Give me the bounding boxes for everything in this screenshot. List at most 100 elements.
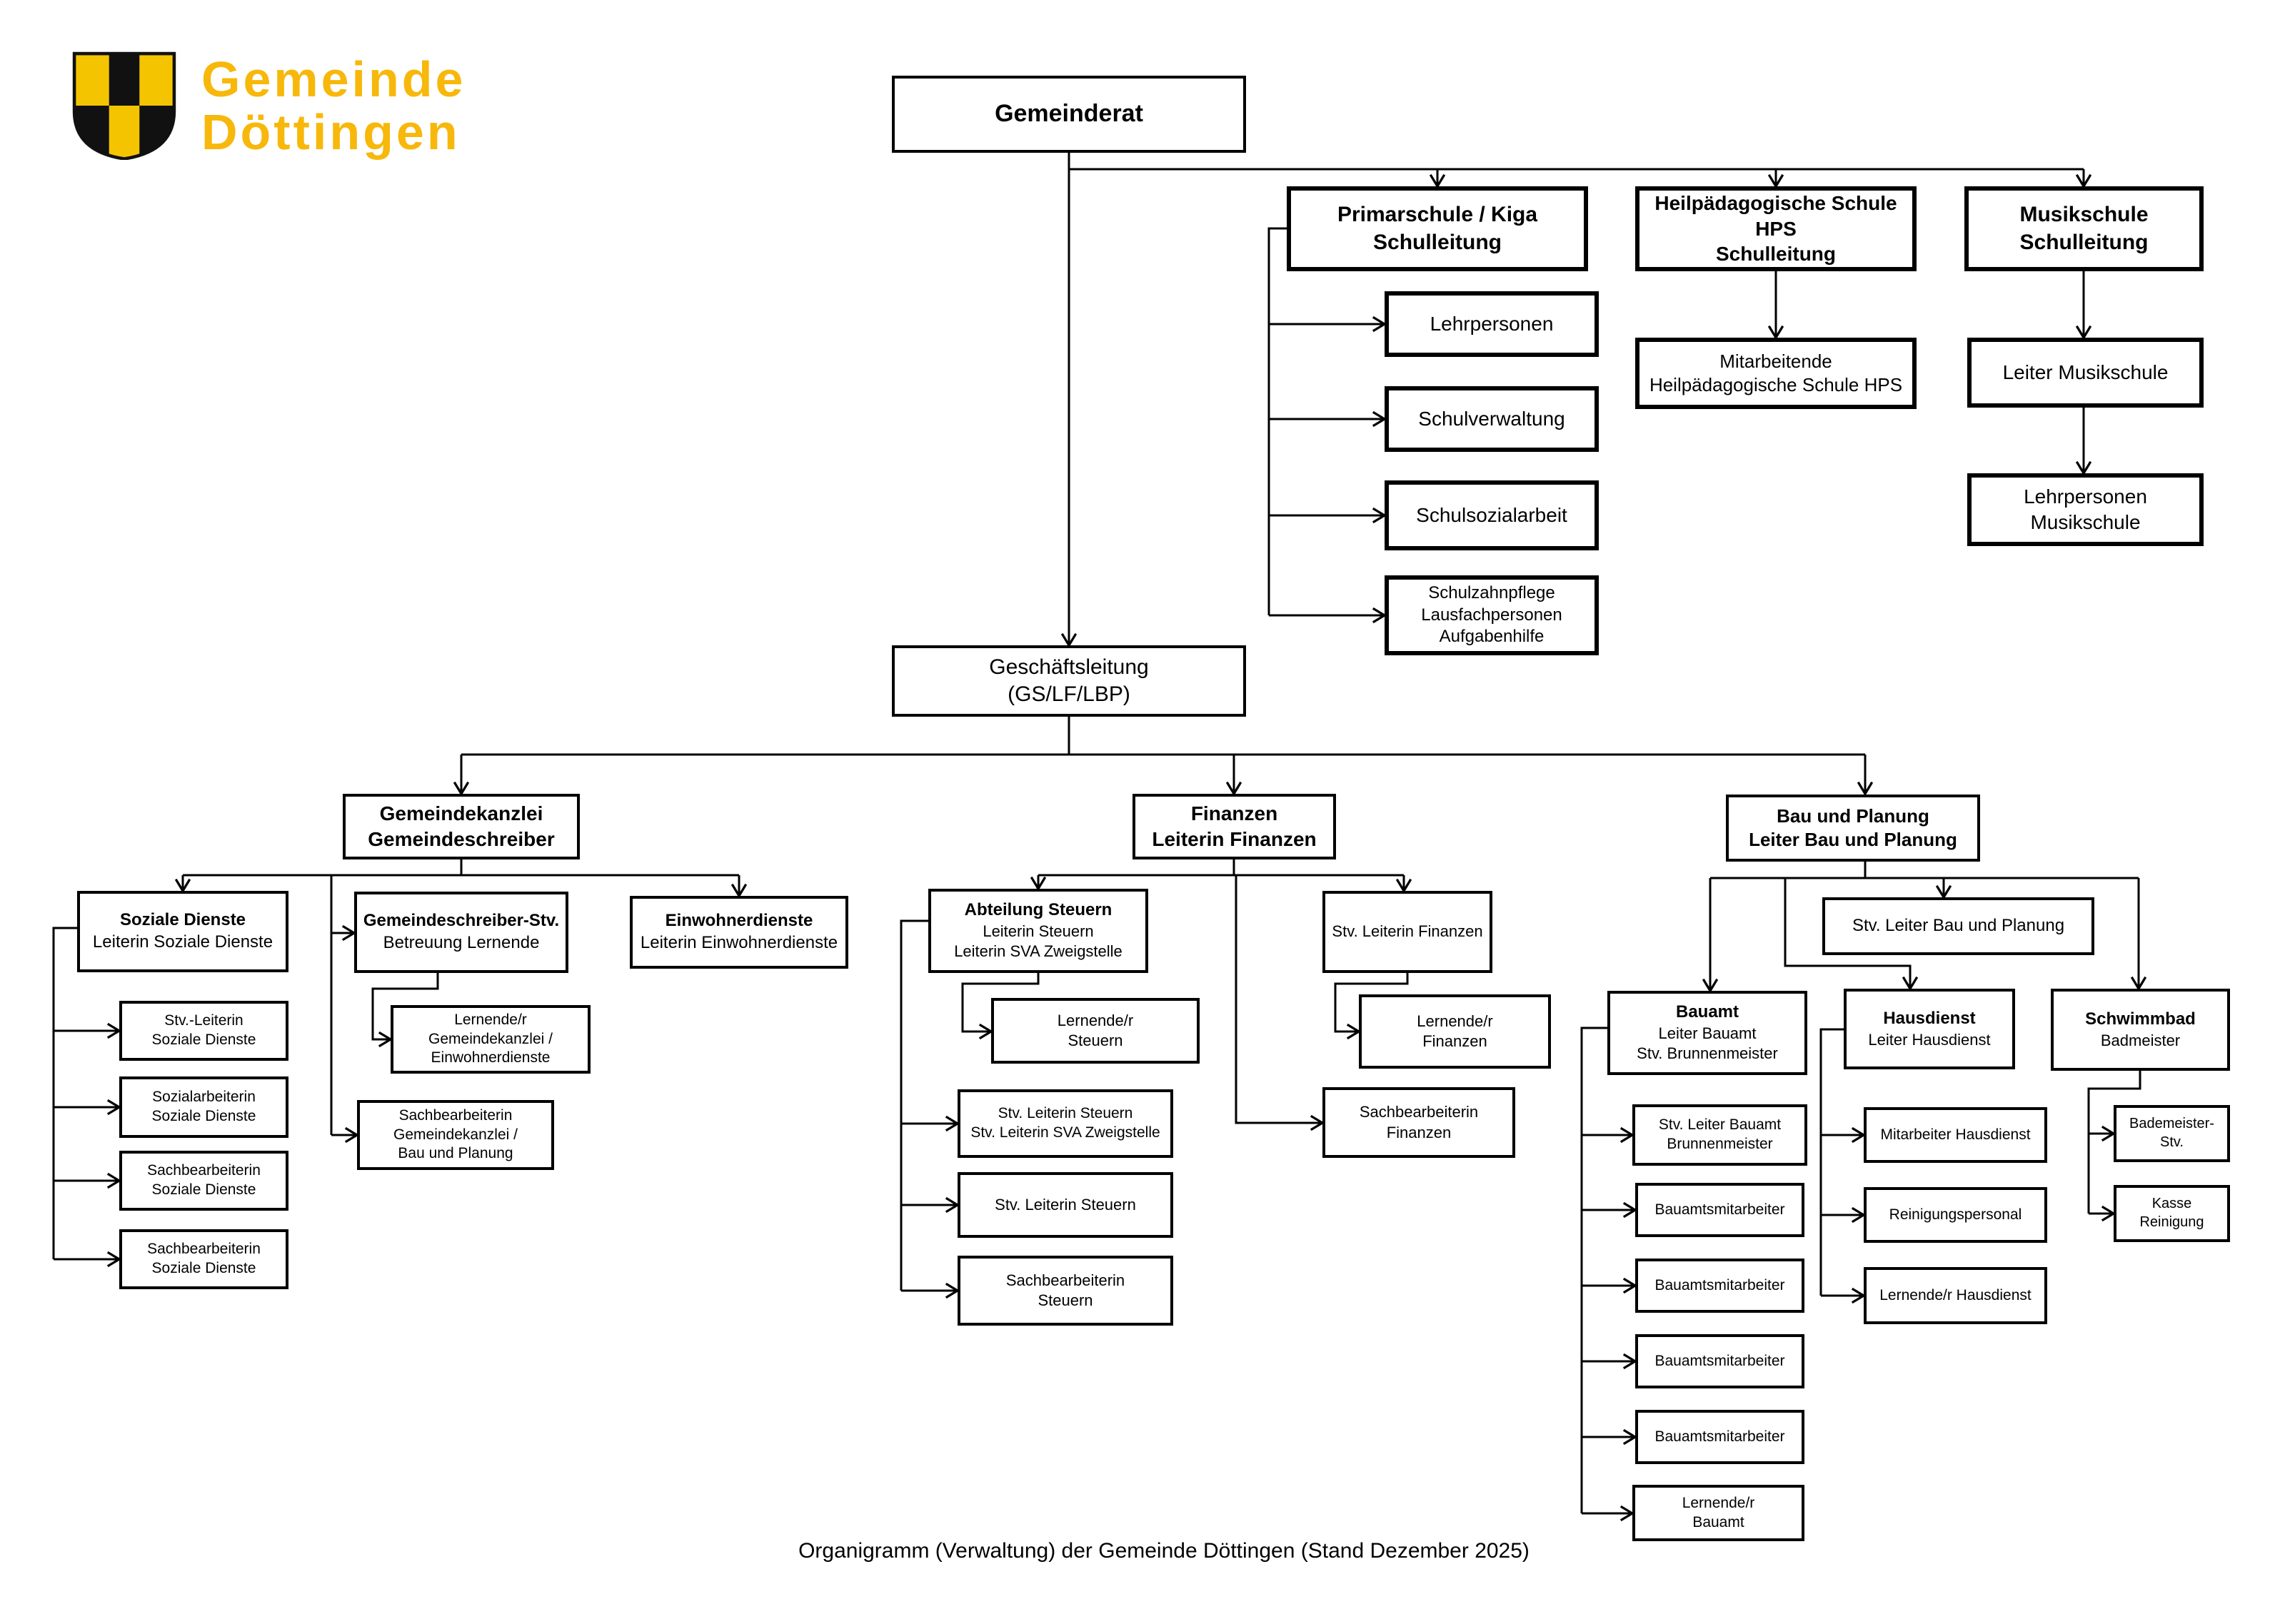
- node-label: Geschäftsleitung: [989, 655, 1149, 679]
- node-lernende-finanzen: Lernende/r Finanzen: [1359, 994, 1551, 1069]
- node-hps-schulleitung: Heilpädagogische Schule HPS Schulleitung: [1635, 186, 1917, 271]
- node-label: Leiterin Soziale Dienste: [92, 932, 273, 952]
- node-lernende-bauamt: Lernende/r Bauamt: [1632, 1485, 1804, 1541]
- node-lernende-gemeindekanzlei: Lernende/r Gemeindekanzlei / Einwohnerdi…: [391, 1005, 591, 1074]
- node-label: Leiter Hausdienst: [1868, 1030, 1991, 1049]
- node-label: Steuern: [1068, 1032, 1123, 1049]
- node-label: Stv. Leiterin Steuern: [995, 1195, 1136, 1214]
- node-label: Bauamtsmitarbeiter: [1654, 1276, 1785, 1293]
- node-lehrpersonen-musikschule: Lehrpersonen Musikschule: [1967, 473, 2204, 546]
- node-label: Leiter Musikschule: [2002, 361, 2169, 384]
- gemeinde-doettingen-logo: Gemeinde Döttingen: [70, 51, 466, 160]
- node-label: Lausfachpersonen: [1421, 605, 1562, 625]
- node-label: HPS: [1755, 217, 1797, 240]
- node-label: Stv. Leiterin SVA Zweigstelle: [970, 1124, 1160, 1141]
- node-schwimmbad: Schwimmbad Badmeister: [2051, 989, 2230, 1071]
- node-label: Schulsozialarbeit: [1416, 504, 1567, 527]
- node-label: Stv. Brunnenmeister: [1637, 1044, 1778, 1063]
- node-label: Gemeindeschreiber: [368, 828, 555, 850]
- node-label: Bauamtsmitarbeiter: [1654, 1428, 1785, 1445]
- node-label: Finanzen: [1190, 802, 1278, 825]
- node-label: Lehrpersonen: [1430, 313, 1554, 336]
- node-label: Heilpädagogische Schule HPS: [1649, 374, 1903, 395]
- node-gemeindekanzlei: Gemeindekanzlei Gemeindeschreiber: [343, 794, 580, 859]
- node-sozialarbeiterin-soziale-dienste: Sozialarbeiterin Soziale Dienste: [119, 1076, 288, 1138]
- node-label: Leiterin Einwohnerdienste: [640, 933, 838, 952]
- node-label: Sachbearbeiterin: [147, 1162, 261, 1179]
- node-label: Primarschule / Kiga: [1337, 203, 1538, 227]
- node-label: Schulzahnpflege: [1428, 582, 1555, 602]
- doettingen-coat-of-arms-icon: [72, 51, 176, 160]
- node-soziale-dienste: Soziale Dienste Leiterin Soziale Dienste: [77, 891, 288, 972]
- node-schulzahnpflege: Schulzahnpflege Lausfachpersonen Aufgabe…: [1385, 575, 1599, 655]
- node-label: Hausdienst: [1883, 1009, 1976, 1029]
- node-sachbearbeiterin-soziale-dienste-2: Sachbearbeiterin Soziale Dienste: [119, 1229, 288, 1289]
- node-label: Leiterin Steuern: [983, 922, 1094, 941]
- node-label: Musikschule: [2030, 511, 2141, 533]
- node-label: Gemeinderat: [995, 100, 1143, 128]
- node-label: Bau und Planung: [1777, 805, 1929, 827]
- logo-line2: Döttingen: [201, 104, 461, 160]
- node-label: Bauamtsmitarbeiter: [1654, 1352, 1785, 1369]
- node-label: Leiterin SVA Zweigstelle: [954, 942, 1123, 961]
- node-label: Einwohnerdienste: [431, 1049, 551, 1066]
- node-reinigungspersonal: Reinigungspersonal: [1864, 1187, 2047, 1243]
- node-label: Brunnenmeister: [1667, 1136, 1773, 1152]
- node-bademeister-stv: Bademeister- Stv.: [2114, 1105, 2230, 1162]
- node-label: Mitarbeiter Hausdienst: [1880, 1126, 2031, 1143]
- node-label: Mitarbeitende: [1719, 350, 1832, 372]
- node-label: Sozialarbeiterin: [152, 1089, 256, 1106]
- node-label: Sachbearbeiterin: [147, 1241, 261, 1258]
- node-label: Reinigungspersonal: [1889, 1206, 2022, 1223]
- node-label: Bauamt: [1692, 1513, 1744, 1530]
- node-gemeindeschreiber-stv: Gemeindeschreiber-Stv. Betreuung Lernend…: [354, 892, 568, 973]
- node-kasse-reinigung: Kasse Reinigung: [2114, 1185, 2230, 1242]
- node-label: (GS/LF/LBP): [1008, 682, 1130, 706]
- node-label: Sachbearbeiterin: [398, 1106, 513, 1124]
- node-label: Stv. Leiter Bau und Planung: [1852, 916, 2065, 936]
- logo-wordmark: Gemeinde Döttingen: [201, 53, 466, 160]
- node-label: Lernende/r: [454, 1011, 527, 1028]
- node-label: Bau und Planung: [398, 1145, 513, 1162]
- node-label: Stv. Leiterin Steuern: [998, 1105, 1133, 1122]
- node-mitarbeitende-hps: Mitarbeitende Heilpädagogische Schule HP…: [1635, 338, 1917, 409]
- node-label: Badmeister: [2100, 1031, 2181, 1049]
- footer-caption: Organigramm (Verwaltung) der Gemeinde Dö…: [798, 1539, 1530, 1563]
- node-label: Schulleitung: [1373, 230, 1502, 254]
- node-lernende-steuern: Lernende/r Steuern: [991, 998, 1200, 1064]
- node-label: Finanzen: [1422, 1032, 1487, 1050]
- node-label: Musikschule: [2019, 203, 2149, 227]
- node-label: Gemeindekanzlei /: [428, 1030, 553, 1047]
- node-stv-leiter-bauamt: Stv. Leiter Bauamt Brunnenmeister: [1632, 1104, 1807, 1166]
- node-lernende-hausdienst: Lernende/r Hausdienst: [1864, 1267, 2047, 1324]
- node-label: Soziale Dienste: [151, 1032, 256, 1048]
- node-label: Gemeindekanzlei /: [393, 1126, 518, 1143]
- node-label: Soziale Dienste: [151, 1260, 256, 1276]
- node-label: Bauamt: [1675, 1002, 1739, 1022]
- node-sachbearbeiterin-gemeindekanzlei: Sachbearbeiterin Gemeindekanzlei / Bau u…: [357, 1100, 554, 1170]
- node-label: Kasse: [2151, 1196, 2192, 1212]
- node-label: Soziale Dienste: [151, 1108, 256, 1124]
- node-label: Schulverwaltung: [1418, 408, 1565, 430]
- node-musikschule-schulleitung: Musikschule Schulleitung: [1964, 186, 2204, 271]
- node-finanzen: Finanzen Leiterin Finanzen: [1133, 794, 1336, 859]
- node-label: Stv. Leiter Bauamt: [1658, 1116, 1782, 1134]
- node-stv-leiterin-steuern-sva: Stv. Leiterin Steuern Stv. Leiterin SVA …: [958, 1089, 1173, 1158]
- node-stv-leiterin-soziale-dienste: Stv.-Leiterin Soziale Dienste: [119, 1001, 288, 1061]
- node-schulsozialarbeit: Schulsozialarbeit: [1385, 480, 1599, 550]
- node-label: Einwohnerdienste: [665, 911, 813, 931]
- node-label: Schulleitung: [1716, 243, 1836, 266]
- node-label: Stv. Leiterin Finanzen: [1332, 922, 1483, 941]
- node-bauamtsmitarbeiter-4: Bauamtsmitarbeiter: [1635, 1410, 1804, 1464]
- node-sachbearbeiterin-steuern: Sachbearbeiterin Steuern: [958, 1256, 1173, 1326]
- node-sachbearbeiterin-soziale-dienste-1: Sachbearbeiterin Soziale Dienste: [119, 1151, 288, 1211]
- node-leiter-musikschule: Leiter Musikschule: [1967, 338, 2204, 408]
- node-label: Abteilung Steuern: [964, 900, 1113, 920]
- node-label: Aufgabenhilfe: [1439, 627, 1545, 647]
- node-label: Leiter Bau und Planung: [1749, 829, 1957, 850]
- node-stv-leiterin-finanzen: Stv. Leiterin Finanzen: [1322, 891, 1492, 973]
- node-label: Sachbearbeiterin: [1005, 1271, 1125, 1289]
- node-label: Stv.-Leiterin: [164, 1012, 243, 1029]
- node-sachbearbeiterin-finanzen: Sachbearbeiterin Finanzen: [1322, 1087, 1515, 1158]
